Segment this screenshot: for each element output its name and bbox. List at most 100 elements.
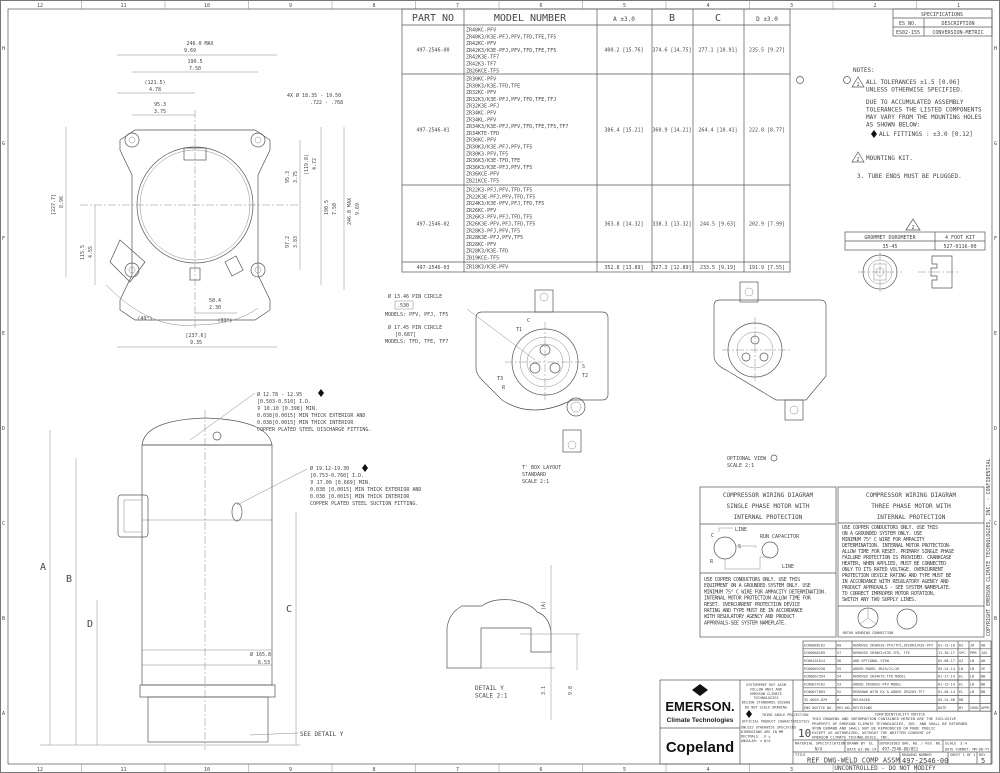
material-spec: N/A [815,747,823,752]
pin-circle-1-models: MODELS: PFV, PFJ, TF5 [385,312,448,318]
note-triangle-number: 2 [912,225,915,231]
specs-description-header: DESCRIPTION [941,21,974,27]
dim-half-mount-in: 3.75 [154,109,166,115]
dim-b-value: 360.9 [14.21] [652,128,691,134]
header-part-no: PART NO [412,13,454,24]
model-number: ZR32KC-PFV [466,90,496,96]
fitting-diamond-icon [871,130,877,138]
model-number: ZR40K3/K3E-PFJ,PFV,TFD,TFE,TF5 [466,34,556,40]
revision-cell: EL [959,682,963,686]
model-number: ZR30K3/K3E-TFD,TFE [466,83,520,89]
text-line: PROPERTY OF EMERSON CLIMATE TECHNOLOGIES… [812,721,968,726]
dim-mount-spacing-in: 7.50 [189,66,201,72]
revision-cell: VE [981,667,985,671]
dim-a-value: 352.8 [13.89] [604,265,643,271]
text-line: MINIMUM 75° C WIRE FOR AMPACITY [842,537,925,543]
specs-title: SPECIFICATIONS [921,12,963,18]
dim-a-value: 363.8 [14.32] [604,222,643,228]
kit-value: 527-0116-00 [943,244,976,250]
capacitor-icon [761,541,779,559]
text-line: SCALE 2:1 [727,463,754,469]
model-number: ZR36KCE-PFV [466,172,499,178]
grid-column-label: 7 [456,767,459,773]
text-line: EMERSON CLIMATE TECHNOLOGIES, INC. [812,735,890,740]
grid-row-label: C [994,521,997,527]
text-line: FOLLOW ANSI AND [750,687,782,691]
part-number: 497-2546-03 [416,265,449,271]
revision-cell: LB [959,667,963,671]
revision-cell: LB [970,675,974,679]
date: 01-08-14 [858,747,877,752]
dim-suction-offset: 58.4 [209,298,221,304]
revision-cell: LB [970,667,974,671]
rev-label: REV [979,753,986,757]
dim-right-center-in: 4.72 [312,158,318,170]
revision-cell: ECN0077803 [804,690,825,694]
fitting-diamond-icon [362,464,368,472]
grid-row-label: G [2,141,5,147]
grid-row-label: D [994,426,997,432]
run-capacitor-label: RUN CAPACITOR [760,534,800,540]
text-line: INTERNAL MOTOR PROTECTION ALLOW TIME FOR [704,596,812,602]
terminal-s: S [738,544,741,550]
model-number: ZR42K3/K3E-PFJ,PFV,TFD,TFE,TF5 [466,48,556,54]
revision-table: ECN0088162 60 REMOVED ZR36K3E-PFV/TF5,ZR26… [802,640,992,712]
revision-cell: REMOVED ZR36K3E-PFV/TF5,ZR26K3/K3E-PFV [853,643,934,647]
text-line: ⊽ 10.10 [0.398] MIN. [257,406,318,412]
revision-row: ECN0088162 60 REMOVED ZR36K3E-PFV/TF5,ZR26… [803,643,991,650]
revision-cell: REMOVED ZR30K3/K3E-TFD, TFE [853,651,910,655]
part-number: 497-2546-02 [416,222,449,228]
detail-dim-2: 9.8 [568,686,574,695]
model-number: ZR34KC-PFV [466,111,496,117]
revision-cell: LB [970,682,974,686]
model-number: ZB19KCE-TF5 [466,256,499,262]
dim-shell-diameter: Ø 165.8 [250,651,271,658]
pin-circle-2: Ø 17.45 PIN CIRCLE [388,324,442,331]
text-line: [0.753-0.760] I.D. [310,473,364,479]
revision-cell: 01-17-14 [938,675,955,679]
revision-cell: 01-13-14 [938,682,955,686]
note-triangle-icon [851,151,865,163]
revision-cell: AZ [959,659,963,663]
table-row: 497-2546-01ZR30KC-PFVZR30K3/K3E-TFD,TFEZ… [416,77,785,185]
note-triangle-icon [905,218,921,231]
dim-mount-depth-in: 7.50 [332,203,338,215]
grid-column-label: 5 [623,3,626,9]
revision-cell: ECN0088162 [804,643,825,647]
text-line: DECIMALS: .X ± [741,735,771,739]
text-line: INTERNAL PROTECTION [734,514,803,521]
model-number: ZR30K3-PFV,TF5 [466,151,508,157]
revision-cell: CHKD [970,706,978,710]
revision-cell: APPR [981,706,990,710]
model-number: ZR26K3-PFV,PFJ,TFD,TF5 [466,215,532,221]
text-line: PRODUCT APPROVALS - SEE SYSTEM NAMEPLATE… [842,585,951,591]
revision-marker-icon [843,76,851,84]
dim-right-half: 95.3 [285,171,291,183]
revision-cell: ECN0074182 [804,682,825,686]
dim-c-value: 277.1 [10.91] [698,48,737,54]
text-line: EQUIPMENT ON A GROUNDED SYSTEM ONLY. USE [704,583,811,589]
grommet-value: 35-45 [882,244,897,250]
kit-header: 4 FOOT KIT [945,235,975,241]
pin-circle-1: Ø 13.46 PIN CIRCLE [388,293,442,300]
grid-column-label: 9 [289,3,292,9]
revision-cell: ECN0067394 [804,675,825,679]
revision-cell: 60 [837,643,841,647]
grid-column-label: 8 [372,767,375,773]
text-line: SCALE 2:1 [522,479,549,485]
grid-row-label: B [2,616,5,622]
title-block: EMERSON. Climate Technologies Copeland S… [659,679,992,765]
dim-overall-depth: [227.7] [51,194,57,215]
revision-cell: 57 [837,651,841,655]
text-line: Ø 19.12-19.30 [310,465,349,472]
revision-cell: BB [981,675,985,679]
text-line: COMPRESSOR WIRING DIAGRAM [723,492,814,499]
dim-a-value: 400.2 [15.76] [604,48,643,54]
fitting-callouts: Ø 12.78 - 12.95[0.503-0.510] I.D.⊽ 10.10… [189,389,421,507]
revision-cell: REMOVED ZR34KTE-TFD MODEL [853,675,906,679]
emerson-brand: EMERSON. [665,699,734,714]
notes-title: NOTES: [853,67,875,74]
